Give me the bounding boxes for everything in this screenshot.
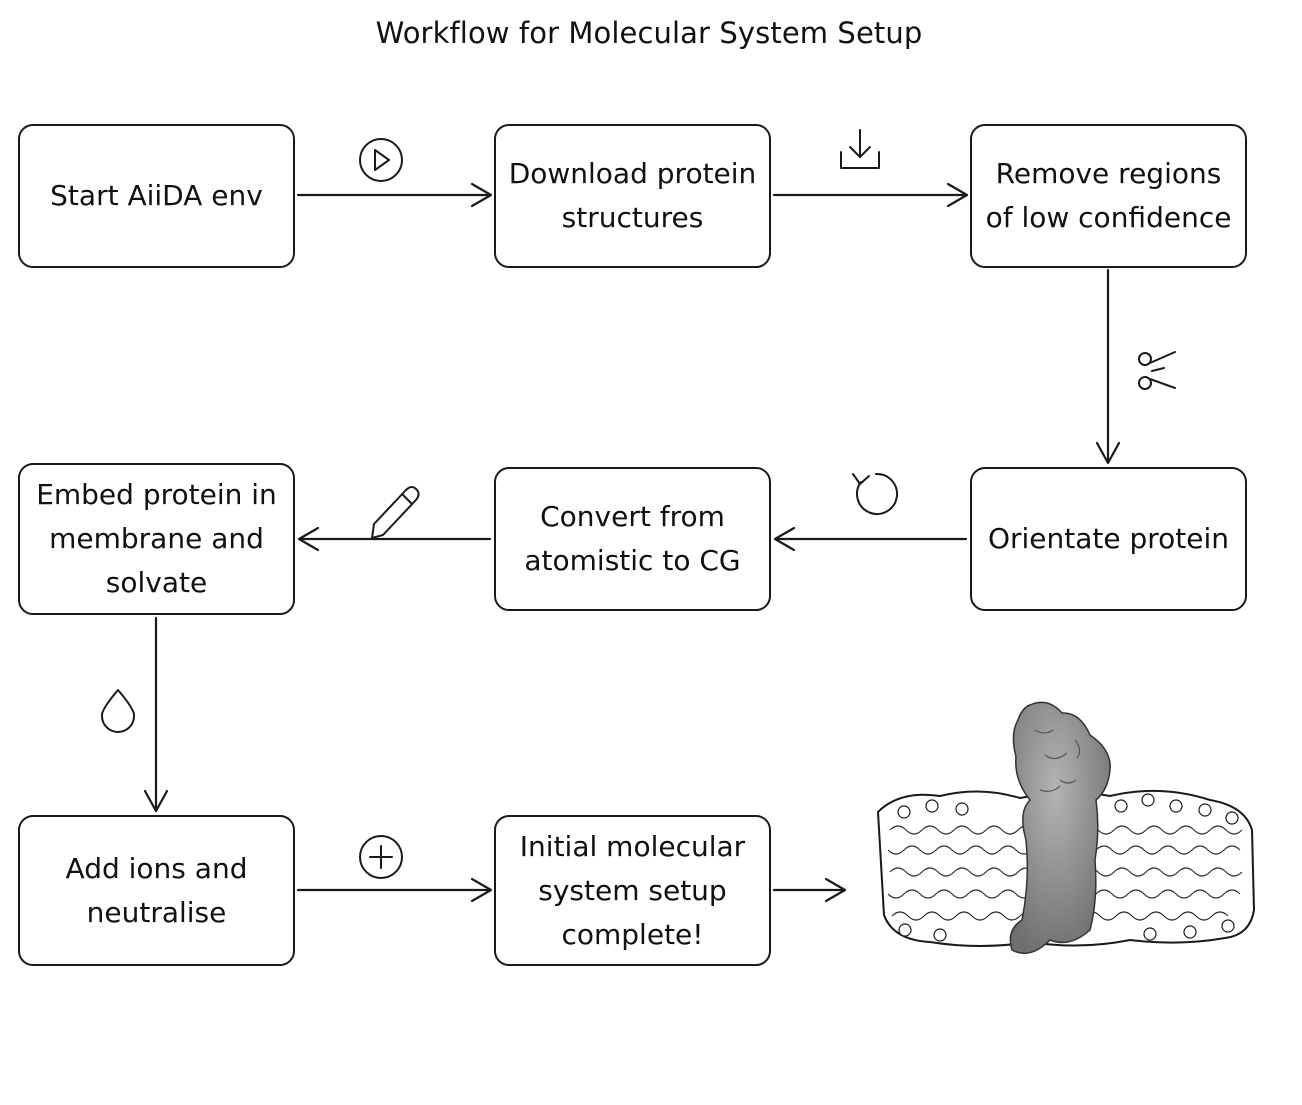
- step-convert-label: Convert from atomistic to CG: [524, 500, 741, 577]
- step-complete-box: Initial molecular system setup complete!: [494, 815, 771, 966]
- rotate-icon: [852, 472, 899, 515]
- step-orientate-label: Orientate protein: [987, 522, 1230, 555]
- pencil-icon: [371, 486, 420, 539]
- droplet-icon: [100, 689, 136, 733]
- step-download-label: Download protein structures: [508, 157, 757, 234]
- step-start-label: Start AiiDA env: [50, 179, 263, 212]
- edge-download-remove: [772, 182, 969, 208]
- edge-orientate-convert: [773, 526, 968, 552]
- scissors-icon: [1138, 351, 1176, 390]
- play-icon: [359, 138, 403, 182]
- edge-embed-ions: [143, 616, 169, 813]
- step-ions-box: Add ions and neutralise: [18, 815, 295, 966]
- step-orientate-box: Orientate protein: [970, 467, 1247, 611]
- step-ions-label: Add ions and neutralise: [65, 851, 248, 929]
- plus-circle-icon: [359, 835, 403, 879]
- edge-remove-orientate: [1095, 268, 1121, 465]
- step-download-box: Download protein structures: [494, 124, 771, 268]
- diagram-title: Workflow for Molecular System Setup: [375, 16, 923, 50]
- step-remove-box: Remove regions of low confidence: [970, 124, 1247, 268]
- edge-start-download: [296, 182, 493, 208]
- edge-convert-embed: [297, 526, 492, 552]
- step-remove-label: Remove regions of low confidence: [985, 157, 1232, 234]
- edge-complete-image: [772, 877, 847, 903]
- download-icon: [840, 129, 880, 169]
- edge-ions-complete: [296, 877, 493, 903]
- membrane-protein-image: [876, 701, 1256, 955]
- step-embed-label: Embed protein in membrane and solvate: [36, 478, 277, 599]
- step-convert-box: Convert from atomistic to CG: [494, 467, 771, 611]
- step-start-box: Start AiiDA env: [18, 124, 295, 268]
- step-embed-box: Embed protein in membrane and solvate: [18, 463, 295, 615]
- step-complete-label: Initial molecular system setup complete!: [519, 829, 746, 951]
